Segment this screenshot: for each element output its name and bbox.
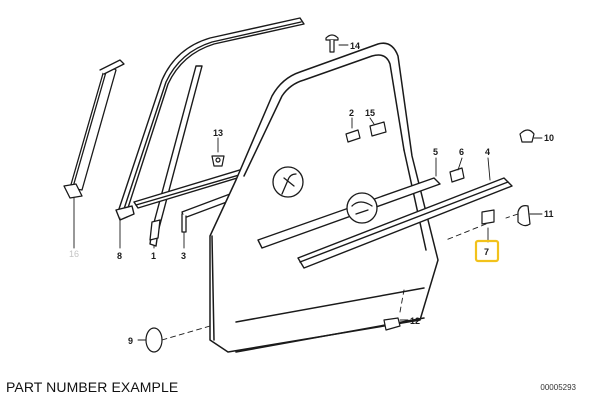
detail-circle-right	[346, 192, 378, 224]
callout-10: 10	[544, 133, 554, 143]
callout-1: 1	[151, 251, 156, 261]
detail-circle-left	[272, 166, 304, 198]
grommet-12	[383, 317, 401, 331]
grommet-10	[519, 129, 535, 143]
clip-15	[369, 121, 387, 137]
leader-lines	[73, 44, 543, 341]
oval-clip-11	[517, 205, 531, 227]
b-pillar-strip	[149, 219, 161, 241]
diagram-caption: PART NUMBER EXAMPLE	[6, 379, 179, 395]
oval-plug-9	[145, 327, 163, 353]
callout-14: 14	[350, 41, 360, 51]
callout-6: 6	[459, 147, 464, 157]
callout-labels: 14 13 2 15 5 6 4 10 11 7 16 8 1 3 9 12	[69, 41, 554, 346]
callout-2: 2	[349, 108, 354, 118]
callout-5: 5	[433, 147, 438, 157]
clip-6	[449, 167, 465, 183]
callout-9: 9	[128, 336, 133, 346]
push-clip	[325, 34, 339, 53]
door-moulding-lower	[297, 177, 513, 269]
callout-4: 4	[485, 147, 490, 157]
callout-7: 7	[484, 247, 489, 257]
retainer-clip	[211, 155, 225, 167]
end-cap-7	[481, 209, 495, 225]
window-channel-rear	[63, 59, 125, 199]
callout-12: 12	[410, 316, 420, 326]
callout-3: 3	[181, 251, 186, 261]
clip-2	[345, 129, 361, 143]
highlight-box-7	[474, 239, 500, 263]
diagram-code: 00005293	[540, 383, 576, 392]
callout-8: 8	[117, 251, 122, 261]
callout-13: 13	[213, 128, 223, 138]
callout-11: 11	[544, 209, 554, 219]
door-shell	[209, 42, 439, 353]
lower-rail-strip	[181, 193, 233, 233]
callout-16: 16	[69, 249, 79, 259]
callout-15: 15	[365, 108, 375, 118]
